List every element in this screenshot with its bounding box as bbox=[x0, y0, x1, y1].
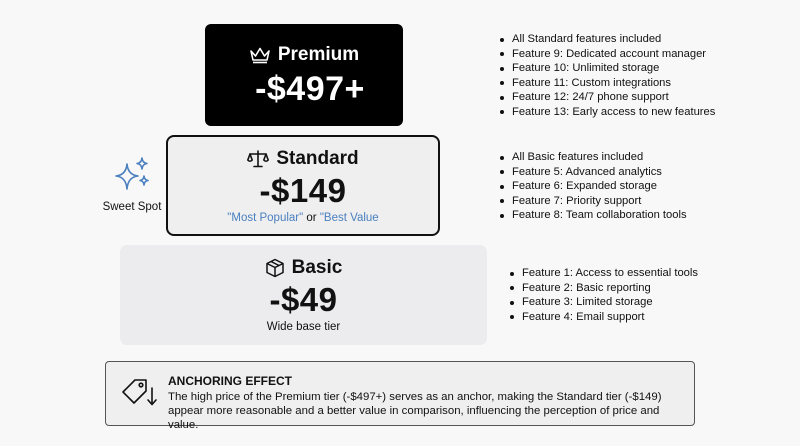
list-item: Feature 5: Advanced analytics bbox=[500, 165, 687, 180]
list-item: Feature 3: Limited storage bbox=[510, 295, 698, 310]
anchoring-effect-title: ANCHORING EFFECT bbox=[168, 374, 292, 388]
list-item: Feature 8: Team collaboration tools bbox=[500, 208, 687, 223]
premium-tier-name: Premium bbox=[277, 44, 360, 65]
list-item: Feature 1: Access to essential tools bbox=[510, 266, 698, 281]
basic-header: Basic bbox=[265, 257, 343, 279]
basic-tier-box: Basic -$49 Wide base tier bbox=[120, 245, 487, 345]
premium-features-list: All Standard features included Feature 9… bbox=[500, 32, 715, 120]
anchoring-effect-text: The high price of the Premium tier (-$49… bbox=[168, 391, 662, 431]
premium-tier-box: Premium -$497+ bbox=[205, 24, 403, 126]
sparkle-icon bbox=[111, 156, 153, 197]
list-item: Feature 9: Dedicated account manager bbox=[500, 47, 715, 62]
list-item: All Standard features included bbox=[500, 32, 715, 47]
basic-features-list: Feature 1: Access to essential tools Fea… bbox=[510, 266, 698, 324]
anchoring-effect-box: ANCHORING EFFECT The high price of the P… bbox=[105, 361, 695, 431]
sweet-spot-label: Sweet Spot bbox=[102, 201, 162, 213]
list-item: Feature 7: Priority support bbox=[500, 194, 687, 209]
price-tag-down-icon bbox=[120, 376, 158, 415]
list-item: Feature 2: Basic reporting bbox=[510, 281, 698, 296]
most-popular-label: "Most Popular" bbox=[227, 211, 304, 224]
list-item: Feature 11: Custom integrations bbox=[500, 76, 715, 91]
basic-subtitle: Wide base tier bbox=[266, 321, 341, 333]
list-item: Feature 13: Early access to new features bbox=[500, 105, 715, 120]
best-value-label: "Best Value bbox=[319, 211, 379, 224]
list-item: Feature 10: Unlimited storage bbox=[500, 61, 715, 76]
basic-tier-name: Basic bbox=[291, 257, 343, 278]
standard-header: Standard bbox=[247, 147, 359, 170]
standard-labels: "Most Popular" or "Best Value bbox=[227, 212, 378, 224]
list-item: Feature 6: Expanded storage bbox=[500, 179, 687, 194]
or-label: or bbox=[303, 211, 320, 224]
premium-header: Premium bbox=[249, 44, 359, 66]
list-item: All Basic features included bbox=[500, 150, 687, 165]
scale-icon bbox=[247, 149, 270, 169]
basic-price: -$49 bbox=[269, 281, 338, 318]
list-item: Feature 12: 24/7 phone support bbox=[500, 90, 715, 105]
sweet-spot-marker: Sweet Spot bbox=[100, 156, 164, 213]
crown-icon bbox=[249, 46, 271, 64]
standard-tier-box: Standard -$149 "Most Popular" or "Best V… bbox=[166, 135, 440, 236]
standard-price: -$149 bbox=[259, 171, 347, 209]
list-item: Feature 4: Email support bbox=[510, 310, 698, 325]
box-icon bbox=[265, 258, 285, 278]
standard-tier-name: Standard bbox=[276, 147, 359, 169]
standard-features-list: All Basic features included Feature 5: A… bbox=[500, 150, 687, 223]
premium-price: -$497+ bbox=[255, 70, 365, 108]
